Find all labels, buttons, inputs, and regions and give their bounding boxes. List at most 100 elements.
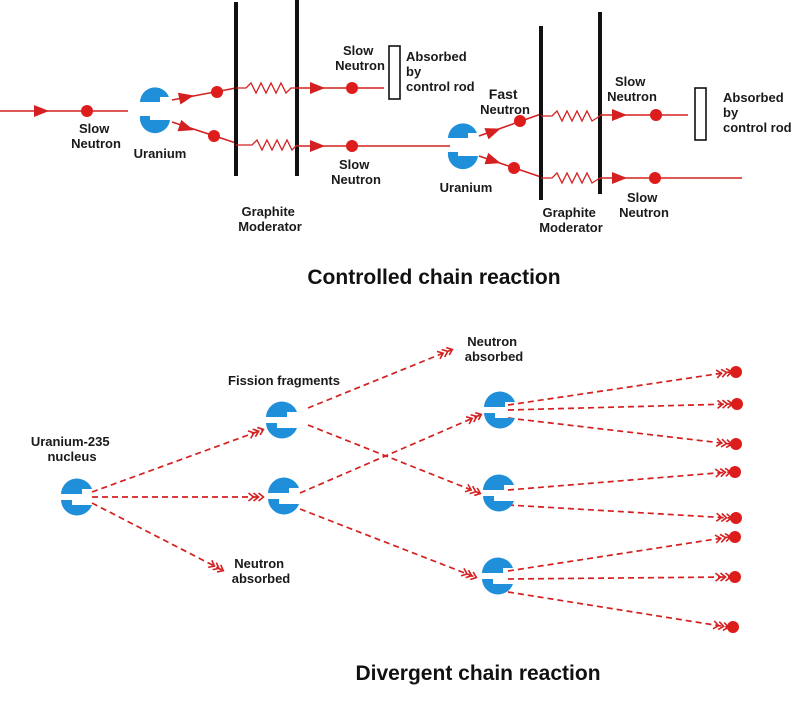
arrow-head	[714, 468, 722, 478]
neutron	[731, 398, 743, 410]
slow-neutron-label-5: Slow Neutron	[619, 190, 669, 220]
arrow-head	[257, 426, 265, 436]
arrow-head	[465, 569, 473, 579]
fast-neutron	[508, 162, 520, 174]
slow-neutron	[649, 172, 661, 184]
arrow-head	[247, 430, 256, 439]
slow-neutron-label-3: Slow Neutron	[331, 157, 381, 187]
nucleus-fragment-top	[482, 557, 513, 573]
nucleus-fragment-bottom	[484, 413, 515, 429]
neutron-path	[507, 403, 732, 411]
arrow-head	[720, 512, 728, 523]
zigzag-path	[236, 81, 297, 95]
arrow-head	[446, 346, 454, 356]
arrow-head	[719, 572, 727, 582]
arrow-head	[469, 485, 477, 495]
fast-neutron	[514, 115, 526, 127]
direction-arrow	[34, 105, 49, 117]
slow-neutron-label-2: Slow Neutron	[335, 43, 385, 73]
divergent-title: Divergent chain reaction	[355, 662, 600, 685]
control-rod	[388, 45, 401, 100]
arrow-head	[720, 368, 728, 378]
uranium-label-2: Uranium	[440, 180, 493, 195]
divergent-reaction	[61, 346, 743, 633]
neutron-absorbed-label-2: Neutron absorbed	[465, 334, 524, 364]
arrow-head	[216, 564, 225, 573]
neutron-path	[507, 536, 730, 572]
controlled-reaction: Slow Neutron Uranium Graphite Moderator	[0, 0, 792, 289]
arrow-head	[474, 411, 483, 421]
control-rod	[694, 87, 707, 141]
arrow-head	[460, 568, 469, 577]
arrow-head	[715, 512, 723, 522]
neutron	[729, 531, 741, 543]
arrow-head	[720, 438, 728, 448]
zigzag-path	[541, 171, 601, 185]
arrow-head	[714, 572, 722, 582]
nucleus-fragment-bottom	[268, 499, 299, 515]
slow-neutron	[346, 82, 358, 94]
zigzag-path	[541, 109, 601, 123]
arrow-head	[719, 468, 727, 478]
nucleus-fragment-top	[483, 474, 514, 490]
neutron-path	[507, 471, 730, 491]
neutron	[727, 621, 739, 633]
arrow-head	[258, 492, 265, 502]
fast-neutron	[211, 86, 223, 98]
nucleus-fragment-bottom	[61, 500, 92, 516]
absorbed-label-1: Absorbed by control rod	[406, 49, 475, 94]
arrow-head	[248, 492, 255, 502]
neutron-path	[507, 504, 731, 519]
arrow-head	[721, 399, 729, 409]
slow-neutron	[346, 140, 358, 152]
neutron	[729, 466, 741, 478]
neutron-path	[507, 371, 731, 406]
arrow-head	[470, 413, 478, 423]
nucleus-fragment-top	[266, 401, 297, 417]
nucleus-fragment-top	[61, 478, 92, 494]
arrow-head	[207, 559, 216, 569]
neutron-path	[507, 591, 728, 628]
arrow-head	[716, 399, 724, 410]
arrow-head	[715, 369, 723, 379]
uranium-nucleus-1	[139, 87, 170, 134]
neutron-path	[307, 424, 480, 494]
uranium-nucleus-2	[447, 123, 478, 170]
neutron	[730, 512, 742, 524]
arrow-head	[714, 534, 722, 544]
arrow-head	[474, 487, 482, 497]
nucleus-fragment-top	[268, 477, 299, 493]
neutron-path	[507, 417, 731, 445]
arrow-head	[717, 621, 725, 631]
neutron	[730, 438, 742, 450]
neutron-path	[299, 414, 481, 494]
nucleus-fragment-bottom	[482, 579, 513, 595]
slow-neutron	[650, 109, 662, 121]
absorbed-label-2: Absorbed by control rod	[723, 90, 792, 135]
fast-neutron-label: Fast Neutron	[480, 86, 530, 117]
fast-neutron	[208, 130, 220, 142]
arrow-head	[470, 571, 478, 581]
arrow-head	[436, 350, 445, 360]
arrow-head	[719, 533, 727, 543]
moderator-label-2: Graphite Moderator	[539, 205, 603, 235]
neutron-path	[299, 508, 476, 578]
neutron-path	[307, 349, 452, 409]
arrow-head	[464, 483, 473, 493]
fission-fragments-label: Fission fragments	[228, 373, 340, 388]
controlled-title: Controlled chain reaction	[307, 266, 560, 289]
nucleus-fragment-bottom	[266, 423, 297, 439]
neutron	[729, 571, 741, 583]
nucleus-fragment-top	[484, 391, 515, 407]
arrow-head	[212, 562, 221, 571]
nucleus-label: Uranium-235 nucleus	[31, 434, 113, 464]
arrow-head	[441, 348, 449, 358]
neutron-absorbed-label-1: Neutron absorbed	[232, 556, 291, 586]
arrow-head	[712, 620, 720, 630]
moderator-label-1: Graphite Moderator	[238, 204, 302, 234]
arrow-head	[253, 492, 260, 502]
arrow-head	[465, 415, 474, 425]
slow-neutron-label-1: Slow Neutron	[71, 121, 121, 151]
slow-neutron-label-4: Slow Neutron	[607, 74, 657, 104]
